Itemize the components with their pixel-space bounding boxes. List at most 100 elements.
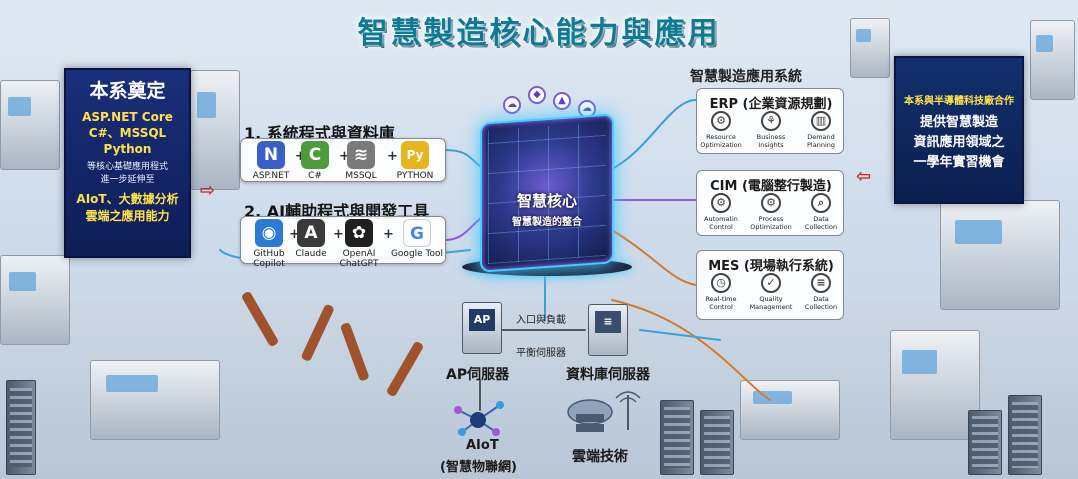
tool-label: OpenAI ChatGPT	[339, 249, 379, 269]
promo-offer: 資訊應用領域之	[913, 135, 1005, 150]
promo-tech-aspnet: ASP.NET Core	[82, 110, 173, 124]
ap-server: AP	[462, 302, 502, 354]
factory-machine	[890, 330, 980, 440]
system-name: CIM (電腦整行製造)	[710, 179, 832, 194]
tool-label: ASP.NET	[252, 171, 290, 181]
copilot-icon: ◉	[255, 219, 283, 247]
aspnet-icon: N	[257, 141, 285, 169]
promo-tech-csharp: C#、MSSQL	[88, 126, 167, 140]
chart-node-icon: ▲	[553, 92, 571, 110]
db-server-label: 資料庫伺服器	[566, 367, 650, 383]
sub-label: Business Insights	[756, 133, 786, 149]
plus-icon: +	[333, 227, 344, 242]
cloud-node-icon: ☁	[578, 100, 596, 118]
sub-label: Resource Optimization	[700, 133, 742, 149]
sub-label: Quality Management	[749, 295, 793, 311]
tool-label: Google Tool	[390, 249, 444, 259]
sub-label: Data Collection	[804, 295, 838, 311]
sub-automation-control: ⚙ Automatin Control	[697, 193, 745, 231]
plus-icon: +	[289, 227, 300, 242]
system-name: MES (現場執行系統)	[708, 259, 834, 274]
tool-aspnet: N ASP.NET	[241, 141, 301, 181]
load-balancer-label: 平衡伺服器	[516, 348, 566, 359]
tool-chatgpt: ✿ OpenAI ChatGPT	[329, 219, 389, 269]
stopwatch-icon: ◷	[711, 273, 731, 293]
promo-desc: 等核心基礎應用程式	[86, 162, 168, 172]
arrow-left-icon: ⇦	[856, 166, 872, 187]
page-title: 智慧製造核心能力與應用	[357, 16, 721, 51]
server-rack	[700, 410, 734, 475]
sub-label: Demand Planning	[807, 133, 835, 149]
server-rack	[6, 380, 36, 475]
sub-label: Automatin Control	[704, 215, 738, 231]
plus-icon: +	[387, 149, 398, 164]
sub-label: Data Collection	[804, 215, 838, 231]
ap-server-label: AP伺服器	[446, 367, 510, 383]
chatgpt-icon: ✿	[345, 219, 373, 247]
tool-label: C#	[308, 171, 322, 181]
sub-data-collection: ≡ Data Collection	[797, 273, 845, 311]
tool-label: Claude	[295, 249, 327, 259]
promo-partner: 本系與半導體科技廠合作	[904, 96, 1014, 107]
promo-ext: AIoT、大數據分析	[76, 192, 179, 206]
chart-icon: ▥	[811, 111, 831, 131]
magnifier-icon: ⌕	[811, 193, 831, 213]
tool-csharp: C C#	[285, 141, 345, 181]
plus-icon: +	[295, 149, 306, 164]
server-rack	[968, 410, 1002, 475]
core-subtitle: 智慧製造的整合	[512, 217, 582, 228]
promo-ext: 雲端之應用能力	[85, 209, 170, 223]
plus-icon: +	[339, 149, 350, 164]
sub-label: Process Optimization	[750, 215, 792, 231]
factory-machine	[90, 360, 220, 440]
tool-claude: A Claude	[281, 219, 341, 259]
plus-icon: +	[383, 227, 394, 242]
gear-icon: ⚙	[761, 193, 781, 213]
promo-panel-right: 本系與半導體科技廠合作 提供智慧製造 資訊應用領域之 一學年實習機會	[894, 56, 1024, 204]
aiot-label: AIoT	[466, 438, 499, 453]
system-name: ERP (企業資源規劃)	[709, 97, 833, 112]
sub-demand-planning: ▥ Demand Planning	[797, 111, 845, 149]
promo-offer: 提供智慧製造	[919, 115, 998, 130]
promo-panel-left: 本系奠定 ASP.NET Core C#、MSSQL Python 等核心基礎應…	[64, 68, 191, 258]
database-icon: ≡	[595, 311, 621, 333]
chip-node-icon: ◆	[528, 86, 546, 104]
insights-icon: ⚘	[761, 111, 781, 131]
quality-icon: ✓	[761, 273, 781, 293]
tool-label: MSSQL	[345, 171, 377, 181]
cloud-label: 雲端技術	[572, 449, 628, 465]
tool-google: G Google Tool	[387, 219, 447, 259]
sub-resource-optimization: ⚙ Resource Optimization	[697, 111, 745, 149]
database-icon: ≡	[811, 273, 831, 293]
factory-machine	[190, 70, 240, 190]
system-mes: MES (現場執行系統) ◷ Real-time Control ✓ Quali…	[696, 250, 844, 320]
gear-icon: ⚙	[711, 193, 731, 213]
sub-quality-management: ✓ Quality Management	[747, 273, 795, 311]
factory-machine	[0, 255, 70, 345]
db-server: ≡	[588, 304, 628, 356]
promo-offer: 一學年實習機會	[913, 155, 1005, 170]
tool-label: PYTHON	[396, 171, 434, 181]
sub-data-collection: ⌕ Data Collection	[797, 193, 845, 231]
system-cim: CIM (電腦整行製造) ⚙ Automatin Control ⚙ Proce…	[696, 170, 844, 236]
mssql-icon: ≋	[347, 141, 375, 169]
google-icon: G	[403, 219, 431, 247]
factory-machine	[940, 200, 1060, 310]
factory-machine	[850, 18, 890, 78]
apps-heading: 智慧製造應用系統	[690, 69, 802, 85]
factory-machine	[0, 80, 60, 170]
load-balancer-label: 入口與負載	[516, 315, 566, 326]
factory-machine	[1030, 20, 1075, 100]
claude-icon: A	[297, 219, 325, 247]
python-icon: Py	[401, 141, 429, 169]
arrow-right-icon: ⇨	[200, 180, 216, 201]
sub-realtime-control: ◷ Real-time Control	[697, 273, 745, 311]
ap-server-badge: AP	[469, 309, 495, 331]
system-erp: ERP (企業資源規劃) ⚙ Resource Optimization ⚘ B…	[696, 88, 844, 154]
cloud-node-icon: ☁	[503, 96, 521, 114]
sub-process-optimization: ⚙ Process Optimization	[747, 193, 795, 231]
server-rack	[1008, 395, 1042, 475]
tool-copilot: ◉ GitHub Copilot	[239, 219, 299, 269]
